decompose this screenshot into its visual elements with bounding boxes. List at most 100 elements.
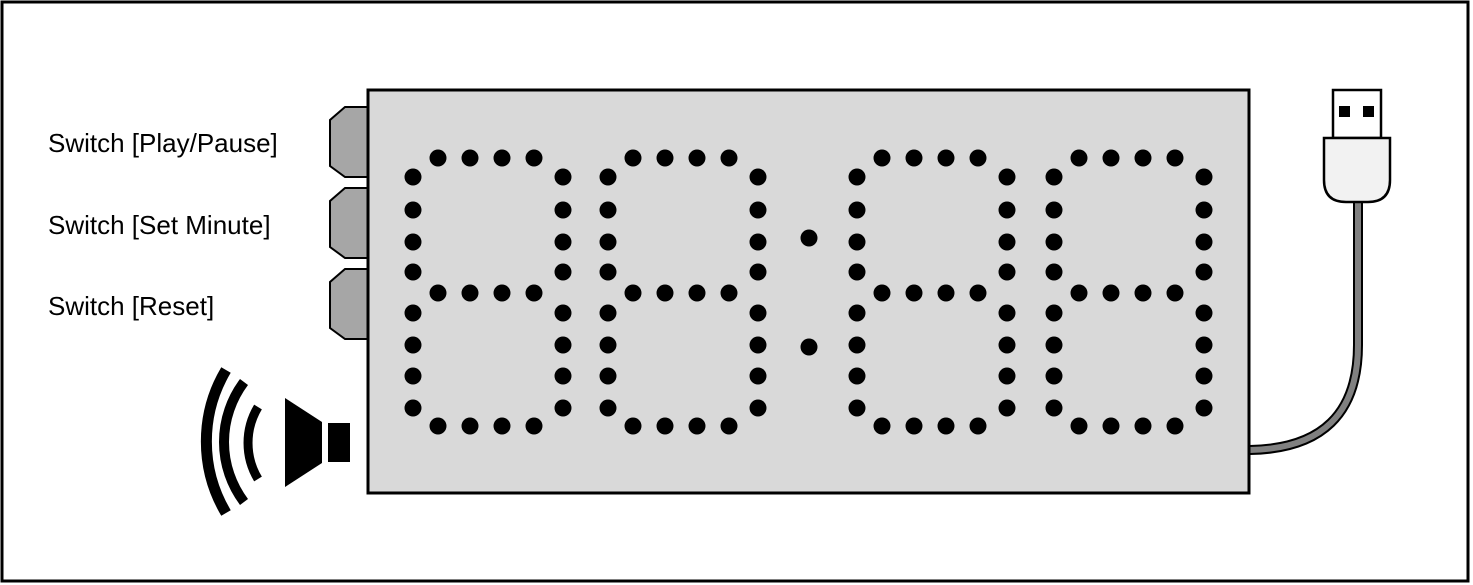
digit-dot	[848, 233, 866, 251]
digit-dot	[688, 417, 706, 435]
switch-reset[interactable]	[329, 268, 369, 340]
digit-dot	[720, 149, 738, 167]
digit-dot	[1045, 201, 1063, 219]
digit-dot	[873, 417, 891, 435]
digit-dot	[1070, 284, 1088, 302]
digit-dot	[1045, 399, 1063, 417]
digit-dot	[429, 284, 447, 302]
digit-dot	[599, 233, 617, 251]
digit-dot	[1102, 284, 1120, 302]
digit-dot	[937, 284, 955, 302]
digit-dot	[1045, 304, 1063, 322]
digit-dot	[749, 201, 767, 219]
digit-dot	[1070, 149, 1088, 167]
label-set-minute: Switch [Set Minute]	[48, 210, 271, 240]
colon-dot	[800, 338, 818, 356]
switch-set-minute[interactable]	[329, 187, 369, 259]
digit-dot	[461, 284, 479, 302]
digit-dot	[493, 149, 511, 167]
digit-dot	[404, 367, 422, 385]
digit-dot	[1195, 168, 1213, 186]
digit-dot	[1195, 201, 1213, 219]
digit-dot	[624, 284, 642, 302]
digit-dot	[1195, 233, 1213, 251]
digit-dot	[905, 284, 923, 302]
digit-dot	[554, 168, 572, 186]
digit-dot	[998, 367, 1016, 385]
digit-dot	[554, 201, 572, 219]
digit-dot	[749, 168, 767, 186]
digit-dot	[1195, 304, 1213, 322]
display-panel	[366, 88, 1251, 495]
digit-dot	[624, 149, 642, 167]
digit-dot	[404, 263, 422, 281]
digit-dot	[998, 201, 1016, 219]
digit-dot	[599, 263, 617, 281]
digit-dot	[1166, 284, 1184, 302]
digit-dot	[998, 304, 1016, 322]
digit-dot	[720, 417, 738, 435]
digit-dot	[937, 149, 955, 167]
digit-dot	[969, 149, 987, 167]
digit-dot	[599, 168, 617, 186]
digit-dot	[749, 336, 767, 354]
digit-dot	[599, 399, 617, 417]
digit-dot	[749, 233, 767, 251]
digit-dot	[905, 417, 923, 435]
digit-dot	[1045, 336, 1063, 354]
digit-dot	[656, 284, 674, 302]
digit-dot	[554, 233, 572, 251]
digit-dot	[1134, 417, 1152, 435]
digit-dot	[525, 149, 543, 167]
digit-dot	[873, 149, 891, 167]
digit-dot	[1045, 263, 1063, 281]
digit-dot	[848, 399, 866, 417]
digit-dot	[1102, 149, 1120, 167]
digit-dot	[848, 168, 866, 186]
digit-dot	[1195, 399, 1213, 417]
digit-dot	[998, 399, 1016, 417]
digit-dot	[848, 367, 866, 385]
digit-dot	[905, 149, 923, 167]
digit-dot	[656, 149, 674, 167]
digit-dot	[404, 201, 422, 219]
digit-dot	[1134, 149, 1152, 167]
digit-dot	[461, 149, 479, 167]
digit-dot	[937, 417, 955, 435]
digit-dot	[749, 304, 767, 322]
digit-dot	[848, 263, 866, 281]
digit-dot	[554, 304, 572, 322]
digit-dot	[599, 304, 617, 322]
digit-dot	[969, 417, 987, 435]
switch-play-pause[interactable]	[329, 106, 369, 178]
digit-dot	[624, 417, 642, 435]
digit-dot	[404, 233, 422, 251]
digit-dot	[554, 263, 572, 281]
digit-dot	[688, 284, 706, 302]
digit-dot	[688, 149, 706, 167]
digit-dot	[554, 367, 572, 385]
digit-dot	[873, 284, 891, 302]
digit-dot	[461, 417, 479, 435]
digit-dot	[493, 417, 511, 435]
digit-dot	[1102, 417, 1120, 435]
digit-dot	[656, 417, 674, 435]
digit-dot	[404, 399, 422, 417]
digit-dot	[1045, 168, 1063, 186]
digit-dot	[998, 168, 1016, 186]
label-play-pause: Switch [Play/Pause]	[48, 128, 278, 158]
digit-dot	[1195, 263, 1213, 281]
digit-dot	[1045, 233, 1063, 251]
usb-plug-icon	[1322, 88, 1392, 204]
digit-dot	[599, 336, 617, 354]
digit-dot	[599, 367, 617, 385]
digit-dot	[749, 399, 767, 417]
digit-dot	[969, 284, 987, 302]
digit-dot	[1045, 367, 1063, 385]
label-reset: Switch [Reset]	[48, 291, 214, 321]
digit-dot	[720, 284, 738, 302]
seven-segment-display	[404, 149, 1213, 435]
digit-dot	[554, 336, 572, 354]
digit-dot	[429, 149, 447, 167]
